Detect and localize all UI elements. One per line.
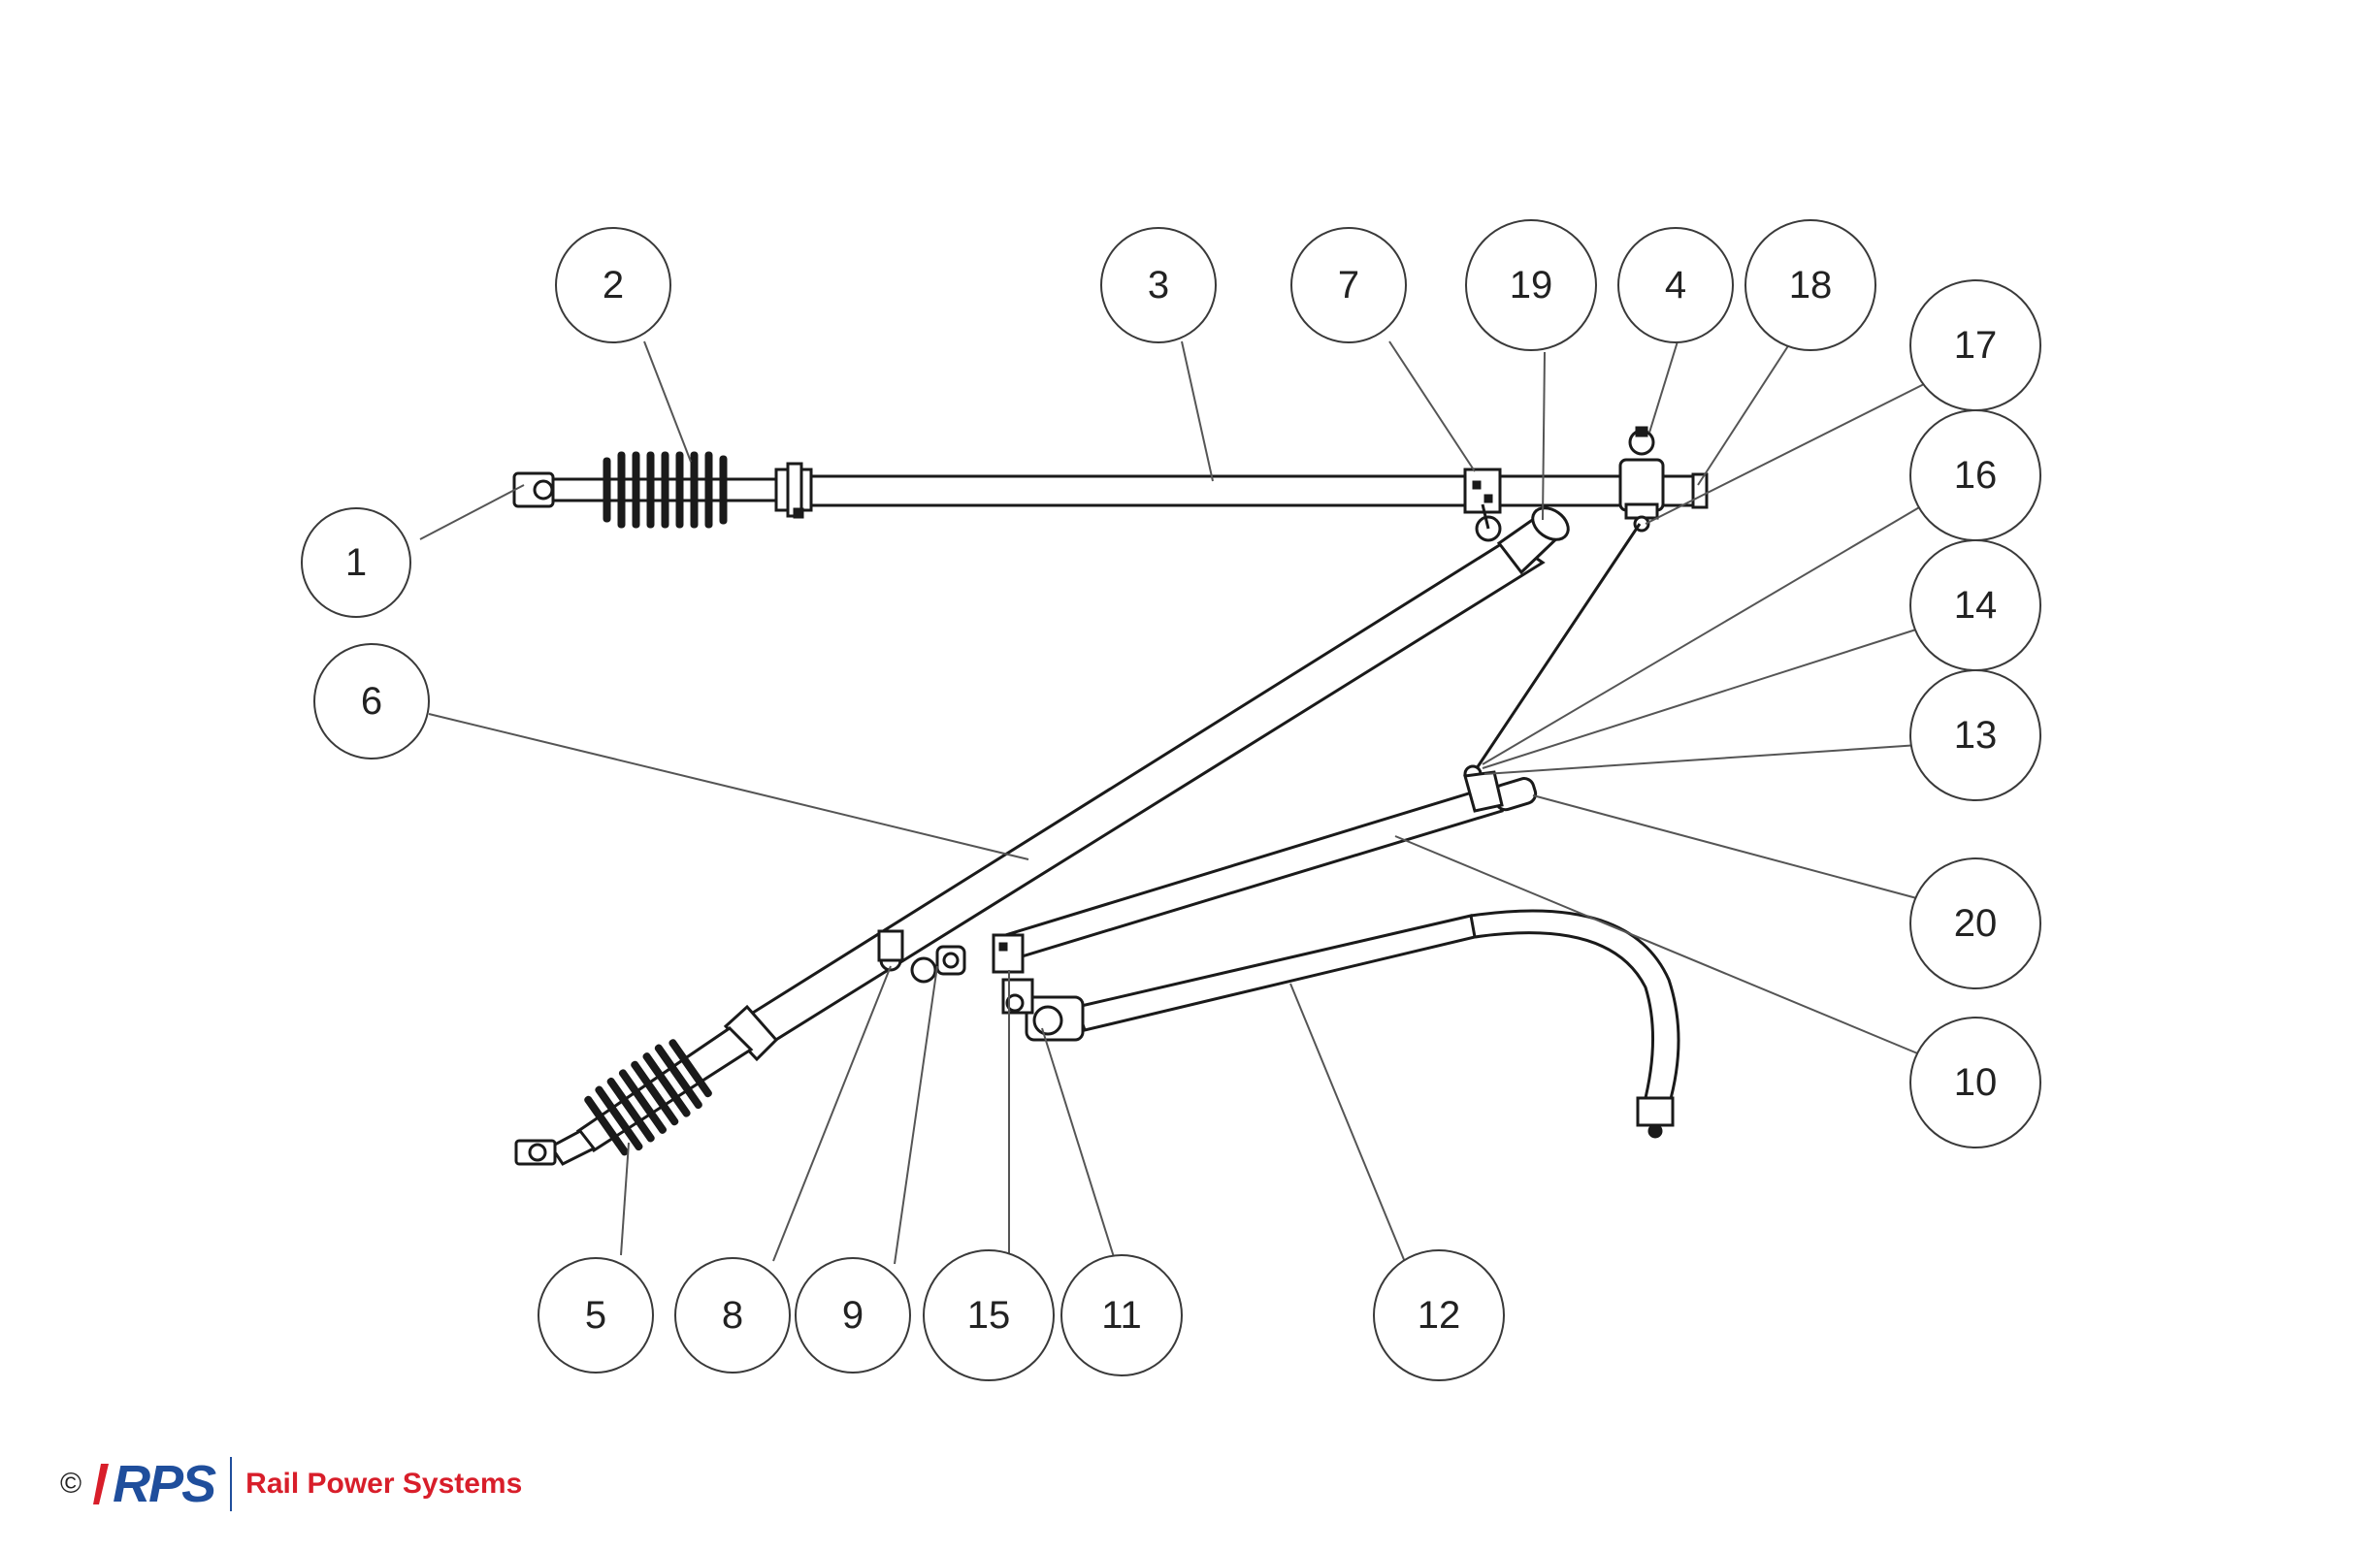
steady-arm xyxy=(1001,909,1680,1139)
diagonal-strut xyxy=(734,503,1570,1048)
callout-4: 4 xyxy=(1617,227,1734,343)
callout-3: 3 xyxy=(1100,227,1217,343)
svg-text:8: 8 xyxy=(722,1294,743,1337)
svg-text:9: 9 xyxy=(842,1294,864,1337)
svg-text:12: 12 xyxy=(1418,1294,1461,1337)
rps-logo: © RPS Rail Power Systems xyxy=(60,1455,522,1513)
svg-text:14: 14 xyxy=(1954,584,1998,627)
company-name: Rail Power Systems xyxy=(245,1468,523,1500)
logo-divider xyxy=(230,1457,233,1511)
callout-1: 1 xyxy=(301,507,411,618)
svg-text:6: 6 xyxy=(361,680,382,723)
callout-16: 16 xyxy=(1909,409,2041,541)
svg-text:2: 2 xyxy=(603,264,624,307)
callout-5: 5 xyxy=(538,1257,654,1374)
bottom-insulator xyxy=(514,1004,779,1166)
callout-18: 18 xyxy=(1744,219,1876,351)
callout-20: 20 xyxy=(1909,857,2041,989)
svg-text:17: 17 xyxy=(1954,324,1998,367)
callout-9: 9 xyxy=(795,1257,911,1374)
svg-text:4: 4 xyxy=(1665,264,1686,307)
leader-lines xyxy=(419,340,1931,1265)
svg-text:15: 15 xyxy=(967,1294,1011,1337)
top-horizontal-tube xyxy=(794,472,1709,509)
svg-text:20: 20 xyxy=(1954,902,1998,945)
svg-text:5: 5 xyxy=(585,1294,606,1337)
callout-10: 10 xyxy=(1909,1017,2041,1148)
svg-text:13: 13 xyxy=(1954,714,1998,757)
copyright-symbol: © xyxy=(60,1468,82,1500)
callout-7: 7 xyxy=(1290,227,1407,343)
svg-text:16: 16 xyxy=(1954,454,1998,497)
svg-text:11: 11 xyxy=(1101,1294,1142,1337)
callout-11: 11 xyxy=(1060,1254,1183,1376)
callout-13: 13 xyxy=(1909,669,2041,801)
callout-14: 14 xyxy=(1909,539,2041,671)
svg-text:1: 1 xyxy=(345,541,367,584)
callout-19: 19 xyxy=(1465,219,1597,351)
callout-6: 6 xyxy=(313,643,430,760)
callout-12: 12 xyxy=(1373,1249,1505,1381)
top-end-fitting xyxy=(1618,426,1665,533)
callout-2: 2 xyxy=(555,227,671,343)
top-insulator xyxy=(512,451,813,529)
svg-text:18: 18 xyxy=(1789,264,1833,307)
callout-8: 8 xyxy=(674,1257,791,1374)
callout-17: 17 xyxy=(1909,279,2041,411)
lower-clamps xyxy=(877,929,1025,984)
callout-15: 15 xyxy=(923,1249,1055,1381)
rps-mark: RPS xyxy=(113,1455,216,1513)
svg-text:10: 10 xyxy=(1954,1061,1998,1104)
rps-swoosh-icon xyxy=(93,1464,110,1504)
svg-text:3: 3 xyxy=(1148,264,1169,307)
svg-text:19: 19 xyxy=(1510,264,1553,307)
svg-text:7: 7 xyxy=(1338,264,1359,307)
